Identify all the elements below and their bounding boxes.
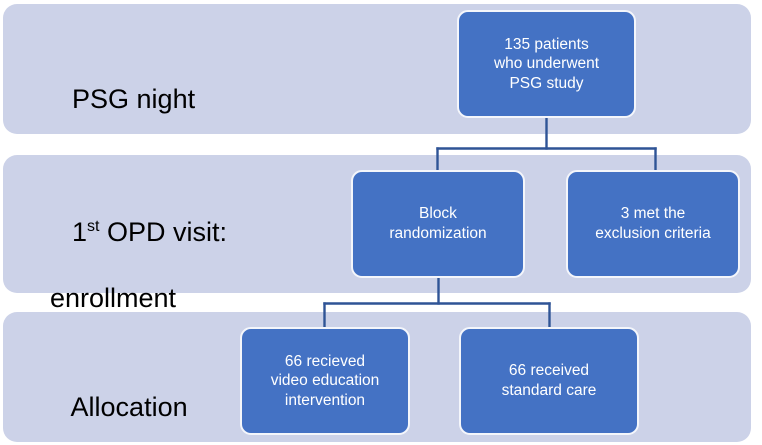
stage-label-psg-night-text: PSG night: [72, 83, 196, 114]
node-block-randomization-text: Block randomization: [389, 204, 486, 243]
stage-label-opd-ordinal-number: 1: [72, 216, 88, 247]
stage-label-psg-night: PSG night: [42, 50, 195, 149]
node-psg-patients-text: 135 patients who underwent PSG study: [494, 35, 599, 94]
node-standard-care-line2: standard care: [501, 382, 597, 399]
node-video-education-line1: 66 recieved: [284, 352, 366, 370]
node-block-randomization-line1: Block: [419, 205, 457, 223]
node-video-education-intervention[interactable]: 66 recieved video education intervention: [240, 327, 410, 435]
node-exclusion-criteria-line1: 3 met the: [620, 205, 686, 223]
stage-label-opd-visit-line1: 1st OPD visit:: [72, 217, 227, 247]
node-psg-patients-line1: 135 patients: [504, 35, 589, 53]
node-exclusion-criteria[interactable]: 3 met the exclusion criteria: [566, 170, 740, 278]
node-block-randomization[interactable]: Block randomization: [351, 170, 525, 278]
node-psg-patients-line2: who underwent: [493, 55, 600, 73]
node-exclusion-criteria-text: 3 met the exclusion criteria: [595, 204, 710, 243]
node-psg-patients[interactable]: 135 patients who underwent PSG study: [457, 10, 636, 118]
node-video-education-intervention-text: 66 recieved video education intervention: [271, 352, 380, 411]
node-exclusion-criteria-line2: exclusion criteria: [595, 225, 711, 242]
stage-label-opd-visit-rest: OPD visit:: [99, 216, 228, 247]
node-video-education-line2: video education: [270, 372, 380, 390]
node-video-education-line3: intervention: [284, 391, 366, 409]
stage-label-opd-ordinal-suffix: st: [87, 217, 100, 235]
stage-label-allocation: Allocation: [42, 358, 188, 445]
stage-label-allocation-text: Allocation: [70, 391, 188, 422]
stage-label-opd-visit-line2: enrollment: [50, 282, 177, 313]
node-standard-care-text: 66 received standard care: [502, 361, 597, 400]
node-psg-patients-line3: PSG study: [509, 74, 584, 92]
node-block-randomization-line2: randomization: [389, 225, 487, 242]
stage-label-opd-visit: 1st OPD visit: enrollment: [42, 183, 227, 381]
node-standard-care-line1: 66 received: [508, 362, 590, 380]
node-standard-care[interactable]: 66 received standard care: [459, 327, 639, 435]
